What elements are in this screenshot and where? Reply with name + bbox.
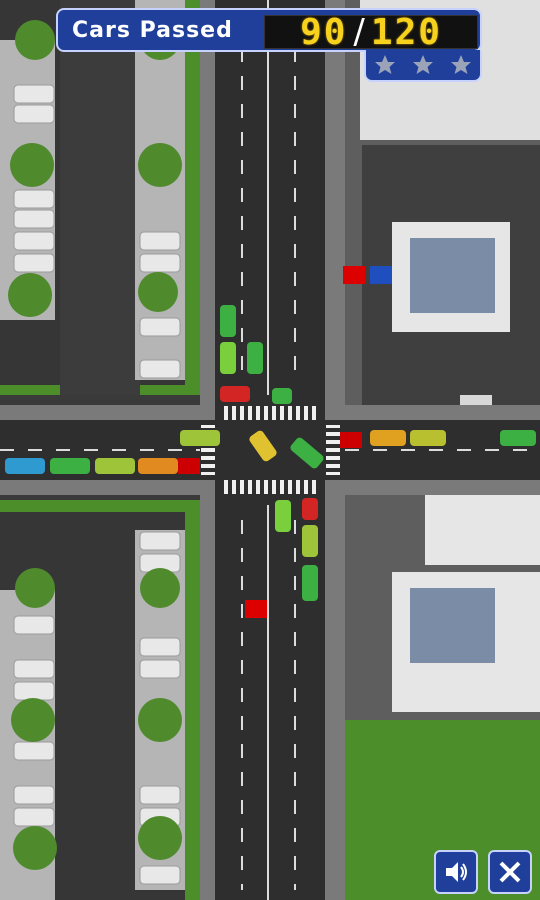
tools-icon bbox=[499, 861, 521, 883]
star-icon bbox=[375, 55, 395, 74]
tools-button[interactable] bbox=[488, 850, 532, 894]
star-rating bbox=[364, 50, 482, 82]
cars-passed-count: 90 bbox=[300, 11, 348, 53]
parking-lot-top-left bbox=[0, 0, 200, 395]
crosswalks bbox=[201, 406, 340, 494]
score-separator: / bbox=[353, 12, 365, 52]
cars-passed-label: Cars Passed bbox=[72, 17, 233, 43]
sound-button[interactable] bbox=[434, 850, 478, 894]
parked-cars bbox=[13, 84, 181, 885]
traffic-signals bbox=[178, 266, 392, 618]
speaker-icon bbox=[446, 862, 467, 882]
star-icon bbox=[451, 55, 471, 74]
traffic-cars[interactable] bbox=[5, 305, 536, 601]
score-display: 90 / 120 bbox=[264, 12, 478, 53]
cars-passed-panel: Cars Passed 90 / 120 bbox=[56, 8, 482, 53]
cars-goal-count: 120 bbox=[370, 11, 442, 53]
star-icon bbox=[413, 55, 433, 74]
